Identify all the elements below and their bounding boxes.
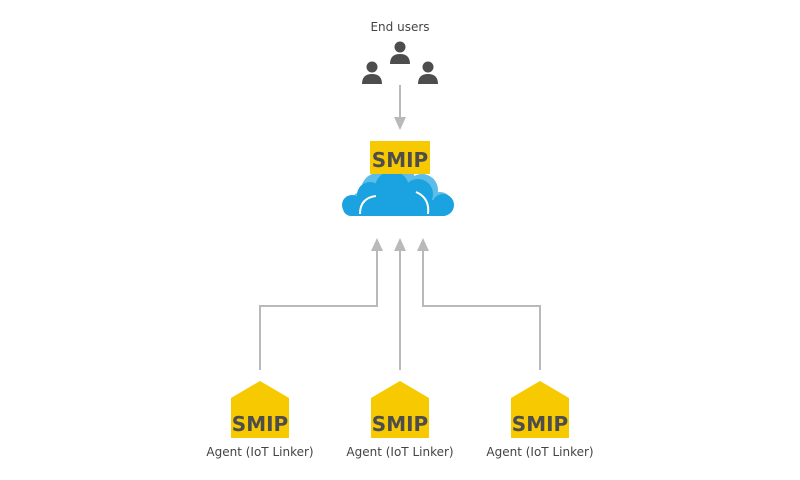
cloud-node: SMIP (342, 141, 454, 216)
user-icon (418, 61, 438, 84)
smip-logo-text: SMIP (372, 148, 428, 172)
agent-node: SMIP Agent (IoT Linker) (206, 381, 314, 459)
users-group-icon (362, 41, 438, 84)
agent-label: Agent (IoT Linker) (346, 445, 453, 459)
agent-right-connector (417, 238, 541, 370)
agent-label: Agent (IoT Linker) (206, 445, 313, 459)
agent-center-connector (394, 238, 406, 370)
users-to-cloud-arrow (394, 85, 406, 130)
smip-logo-text: SMIP (232, 412, 288, 436)
smip-house-logo: SMIP (231, 381, 289, 438)
smip-house-logo: SMIP (371, 381, 429, 438)
smip-logo: SMIP (370, 141, 430, 174)
agent-left-connector (259, 238, 383, 370)
smip-logo-text: SMIP (512, 412, 568, 436)
user-icon (390, 41, 410, 64)
agent-node: SMIP Agent (IoT Linker) (346, 381, 454, 459)
smip-logo-text: SMIP (372, 412, 428, 436)
agent-label: Agent (IoT Linker) (486, 445, 593, 459)
smip-house-logo: SMIP (511, 381, 569, 438)
agent-node: SMIP Agent (IoT Linker) (486, 381, 594, 459)
end-users-label: End users (370, 20, 429, 34)
user-icon (362, 61, 382, 84)
